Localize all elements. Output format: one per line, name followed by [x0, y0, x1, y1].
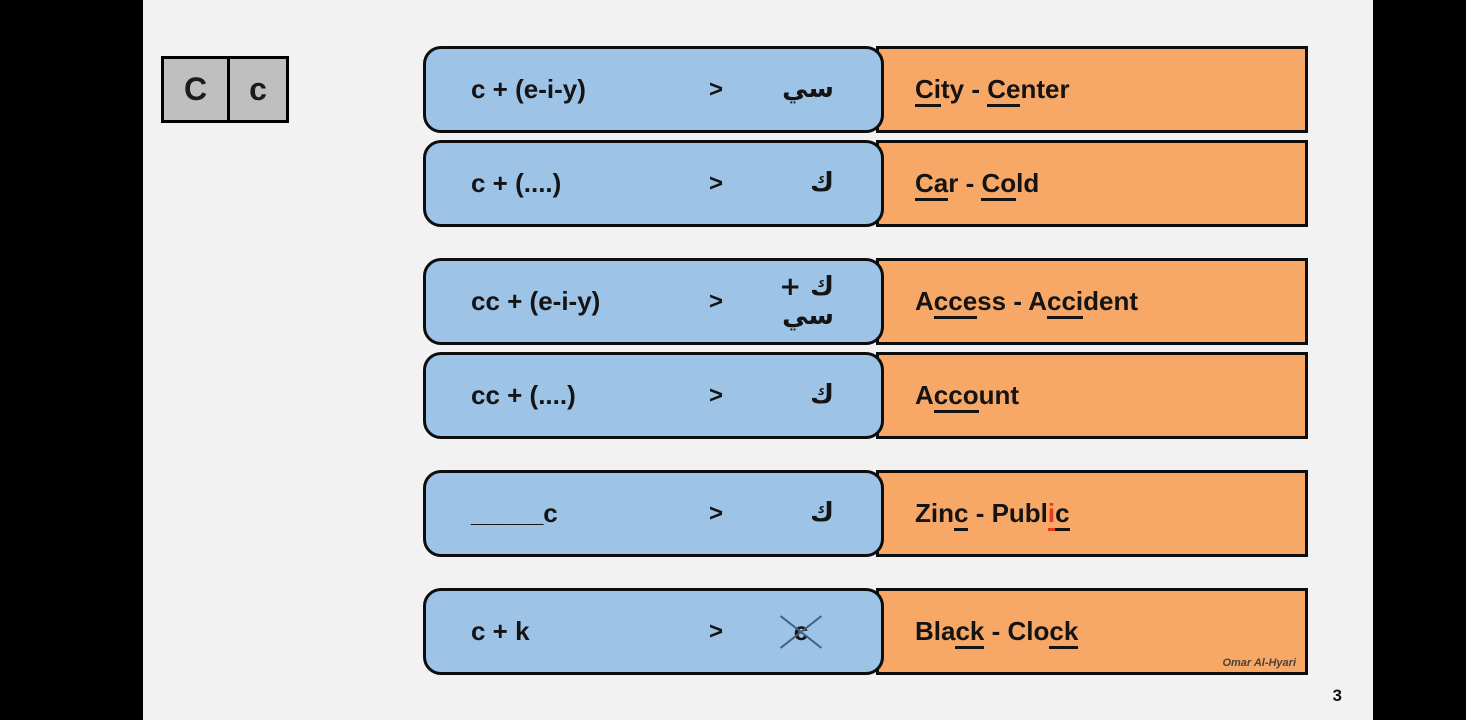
- example-letters: A: [1028, 285, 1048, 316]
- example-letters: dent: [1083, 285, 1139, 316]
- example-letters: A: [915, 285, 934, 316]
- arrow-symbol: >: [708, 169, 723, 197]
- arrow-symbol: >: [708, 75, 723, 103]
- rule-row: c + (....) > ك Car - Cold: [423, 140, 1308, 227]
- result-cell: ك: [736, 169, 866, 198]
- example-letters: -: [1006, 285, 1029, 316]
- example-text: Account: [915, 379, 1020, 413]
- example-letters: A: [915, 379, 934, 410]
- example-box: Access - Accident: [876, 258, 1308, 345]
- arrow-symbol: >: [708, 499, 723, 527]
- rule-group: _____c > ك Zinc - Public: [423, 470, 1308, 557]
- example-underlined-letters: ck: [955, 615, 985, 649]
- arrow-symbol: >: [708, 381, 723, 409]
- example-underlined-letters: Ci: [915, 73, 941, 107]
- example-letters: Publ: [991, 497, 1048, 528]
- result-cell: ك: [736, 499, 866, 528]
- example-underlined-letters: i: [1047, 497, 1056, 531]
- result-text: ك: [810, 380, 834, 411]
- result-cell: ك: [736, 381, 866, 410]
- example-text: Zinc - Public: [915, 497, 1070, 531]
- rule-text: c + (....): [471, 168, 562, 199]
- result-text: ك + سي: [779, 271, 834, 331]
- example-text: Black - Clock: [915, 615, 1079, 649]
- example-letters: -: [958, 167, 982, 198]
- rule-row: c + (e-i-y) > سي City - Center: [423, 46, 1308, 133]
- rule-text: c + k: [471, 616, 530, 647]
- rule-box: c + (e-i-y) > سي: [423, 46, 884, 133]
- result-text: ك: [810, 168, 834, 199]
- example-underlined-letters: c: [1055, 497, 1070, 531]
- rule-box: c + k > c: [423, 588, 884, 675]
- example-text: Access - Accident: [915, 285, 1139, 319]
- example-box: Black - Clock Omar Al-Hyari: [876, 588, 1308, 675]
- example-underlined-letters: ck: [1049, 615, 1079, 649]
- example-letters: ld: [1016, 167, 1040, 198]
- result-text: سي: [782, 74, 834, 105]
- result-cell: ك + سي: [736, 273, 866, 330]
- example-underlined-letters: cco: [933, 379, 979, 413]
- rule-text: c + (e-i-y): [471, 74, 586, 105]
- rule-box: _____c > ك: [423, 470, 884, 557]
- result-text: ك: [810, 498, 834, 529]
- example-letters: Bla: [915, 615, 956, 646]
- result-text: c: [784, 611, 818, 652]
- example-letters: Clo: [1007, 615, 1050, 646]
- rule-row: c + k > c Black - Clock Omar Al-Hyari: [423, 588, 1308, 675]
- example-box: Car - Cold: [876, 140, 1308, 227]
- author-signature: Omar Al-Hyari: [1222, 657, 1296, 669]
- slide-canvas: C c c + (e-i-y) > سي City - Center c + (…: [143, 0, 1373, 720]
- rule-text: cc + (....): [471, 380, 576, 411]
- example-letters: ss: [977, 285, 1007, 316]
- example-underlined-letters: Ce: [987, 73, 1021, 107]
- result-cell: سي: [736, 75, 866, 104]
- rule-group: cc + (e-i-y) > ك + سي Access - Accident …: [423, 258, 1308, 439]
- example-letters: unt: [978, 379, 1020, 410]
- rule-box: cc + (....) > ك: [423, 352, 884, 439]
- example-letters: Zin: [915, 497, 954, 528]
- example-letters: -: [968, 497, 992, 528]
- example-underlined-letters: c: [954, 497, 969, 531]
- example-letters: -: [964, 73, 988, 104]
- page-number: 3: [1332, 686, 1342, 705]
- example-text: City - Center: [915, 73, 1070, 107]
- example-letters: ty: [941, 73, 965, 104]
- rule-group: c + (e-i-y) > سي City - Center c + (....…: [423, 46, 1308, 227]
- example-underlined-letters: Ca: [915, 167, 949, 201]
- example-text: Car - Cold: [915, 167, 1040, 201]
- example-letters: nter: [1020, 73, 1070, 104]
- rule-box: c + (....) > ك: [423, 140, 884, 227]
- example-box: Account: [876, 352, 1308, 439]
- rule-group: c + k > c Black - Clock Omar Al-Hyari: [423, 588, 1308, 675]
- arrow-symbol: >: [708, 617, 723, 645]
- rule-box: cc + (e-i-y) > ك + سي: [423, 258, 884, 345]
- example-box: Zinc - Public: [876, 470, 1308, 557]
- example-box: City - Center: [876, 46, 1308, 133]
- rule-row: cc + (e-i-y) > ك + سي Access - Accident: [423, 258, 1308, 345]
- rule-text: cc + (e-i-y): [471, 286, 601, 317]
- rule-row: cc + (....) > ك Account: [423, 352, 1308, 439]
- arrow-symbol: >: [708, 287, 723, 315]
- letter-lowercase: c: [227, 59, 286, 120]
- rule-row: _____c > ك Zinc - Public: [423, 470, 1308, 557]
- letter-uppercase: C: [164, 59, 227, 120]
- example-letters: r: [948, 167, 959, 198]
- rule-rows-container: c + (e-i-y) > سي City - Center c + (....…: [423, 46, 1308, 706]
- example-underlined-letters: cci: [1047, 285, 1084, 319]
- letter-card: C c: [161, 56, 289, 123]
- result-cell: c: [736, 611, 866, 652]
- example-underlined-letters: Co: [981, 167, 1017, 201]
- example-underlined-letters: cce: [933, 285, 978, 319]
- rule-text: _____c: [471, 498, 558, 529]
- example-letters: -: [984, 615, 1008, 646]
